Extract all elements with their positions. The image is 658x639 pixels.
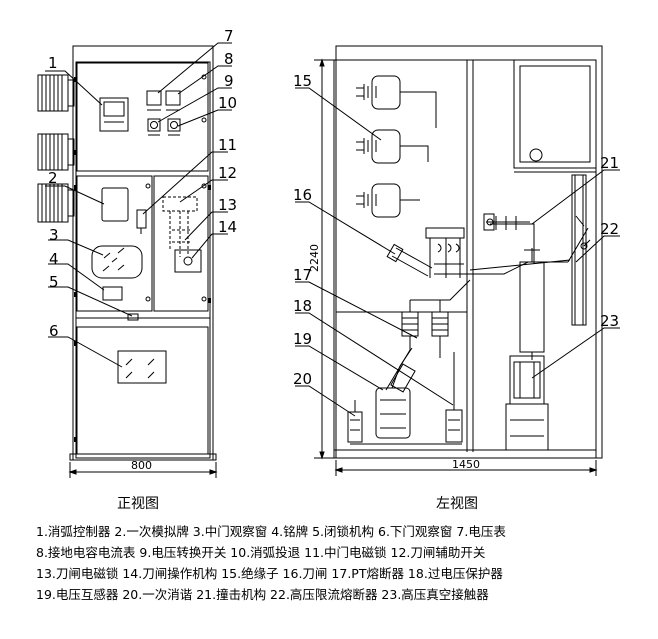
side-height-dimension-label: 2240 [308,244,321,272]
capacitance-current-meter [165,90,181,111]
legend-line-4: 19.电压互感器 20.一次消谐 21.撞击机构 22.高压限流熔断器 23.高… [36,587,489,602]
legend-line-2: 8.接地电容电流表 9.电压转换开关 10.消弧投退 11.中门电磁锁 12.刀… [36,545,486,560]
callout-5: 5 [49,273,59,291]
callout-13: 13 [218,196,237,214]
callout-12: 12 [218,164,237,182]
callout-4: 4 [49,250,59,268]
callout-8: 8 [224,50,234,68]
mimic-board [101,187,129,222]
operating-linkage [469,215,591,271]
callout-22: 22 [600,220,619,238]
arc-suppression-controller [99,97,129,132]
callout-1: 1 [48,54,58,72]
pt-fuses [401,279,471,344]
door-hinges [74,77,211,442]
side-callout-leaders [295,87,620,417]
callout-10: 10 [218,94,237,112]
voltage-selector-switch [147,118,161,136]
legend-line-1: 1.消弧控制器 2.一次模拟牌 3.中门观察窗 4.铭牌 5.闭锁机构 6.下门… [36,524,506,539]
side-height-dimension [314,58,334,460]
callout-17: 17 [293,266,312,284]
side-width-dimension-label: 1450 [452,458,480,471]
callout-18: 18 [293,297,312,315]
voltmeter [146,90,162,111]
front-width-dimension [68,462,218,478]
callout-14: 14 [218,218,237,236]
door-screws [145,74,207,302]
callout-19: 19 [293,330,312,348]
callout-11: 11 [218,136,237,154]
callout-16: 16 [293,186,312,204]
middle-door-window [91,245,143,279]
component-legend: 1.消弧控制器 2.一次模拟牌 3.中门观察窗 4.铭牌 5.闭锁机构 6.下门… [36,521,646,605]
voltage-transformer [375,347,416,439]
insulator-assemblies [356,75,437,218]
front-view-title: 正视图 [117,496,159,512]
side-view-cabinet [333,45,603,459]
lower-busbars [350,338,462,445]
nameplate [102,286,123,301]
primary-harmonic-eliminator [347,400,363,443]
callout-7: 7 [224,27,234,45]
overvoltage-protector [445,352,463,443]
front-view-cabinet [69,45,217,461]
callout-9: 9 [224,72,234,90]
front-width-dimension-label: 800 [131,459,152,472]
interlock-mechanism [127,313,139,321]
callout-23: 23 [600,312,619,330]
disconnector-mechanism [174,249,202,273]
arc-toggle-switch [167,118,181,136]
side-width-dimension [334,460,598,476]
callout-20: 20 [293,370,312,388]
vacuum-contactor [505,355,549,451]
callout-2: 2 [48,169,58,187]
disconnector-aux-switch [162,196,198,257]
side-view-title: 左视图 [436,496,478,512]
front-callout-leaders [45,42,232,368]
middle-door-lock [136,209,147,234]
striker-mechanism [483,213,535,264]
cable-glands [37,74,75,223]
legend-line-3: 13.刀闸电磁锁 14.刀闸操作机构 15.绝缘子 16.刀闸 17.PT熔断器… [36,566,503,581]
callout-6: 6 [49,322,59,340]
callout-21: 21 [600,154,619,172]
callout-15: 15 [293,72,312,90]
lower-door-window [117,350,167,384]
disconnector-blade [386,216,568,278]
callout-3: 3 [49,226,59,244]
